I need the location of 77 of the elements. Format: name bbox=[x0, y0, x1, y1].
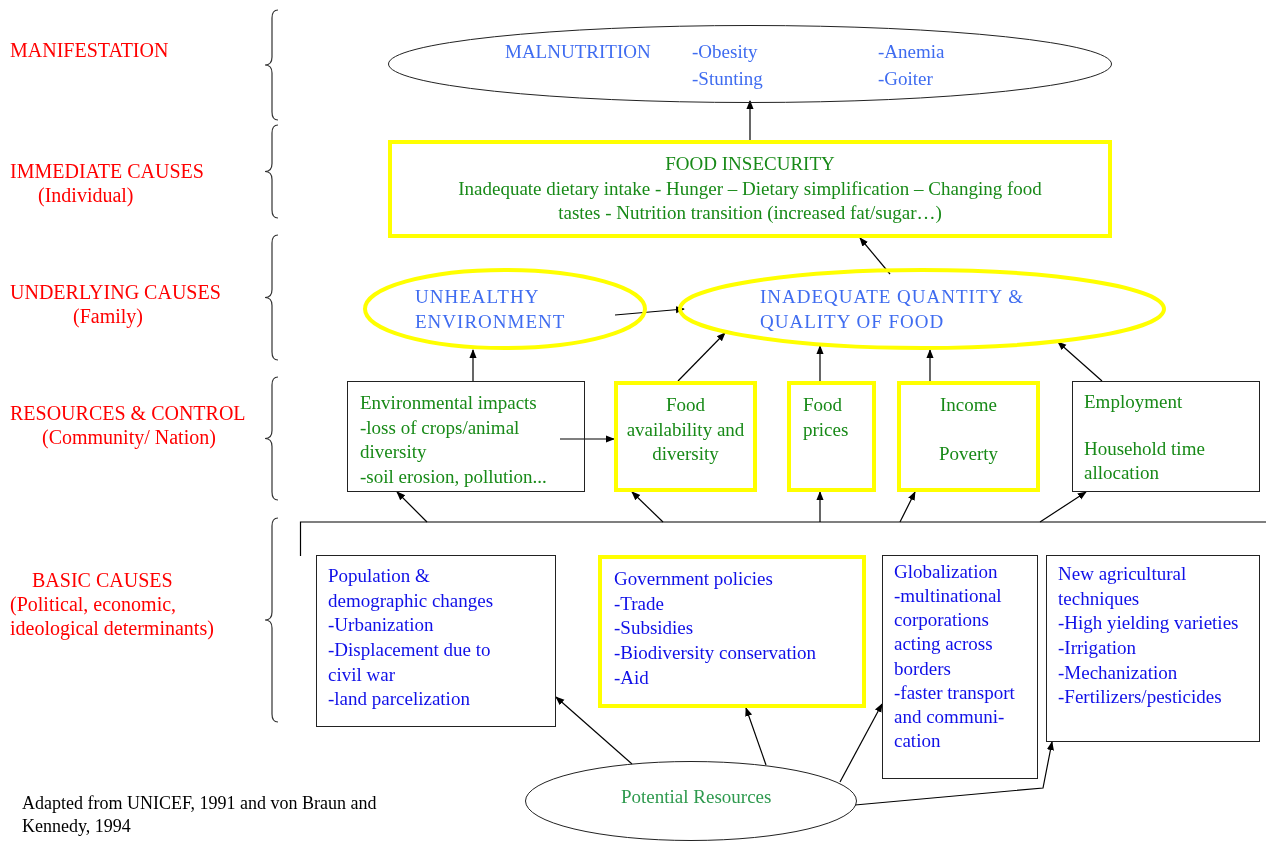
node-text: Household time allocation bbox=[1084, 436, 1206, 486]
node-text: Population & demographic changes bbox=[328, 564, 495, 613]
level-label: (Community/ Nation) bbox=[42, 425, 216, 449]
process-box bbox=[882, 555, 1038, 779]
ellipse-node bbox=[678, 268, 1166, 350]
process-box bbox=[347, 381, 585, 492]
node-text: Employment bbox=[1084, 390, 1184, 414]
level-label: UNDERLYING CAUSES bbox=[10, 280, 221, 304]
arrow bbox=[745, 707, 767, 766]
node-text: UNHEALTHY ENVIRONMENT bbox=[415, 285, 567, 334]
node-text: -High yielding varieties bbox=[1058, 611, 1240, 636]
level-label: RESOURCES & CONTROL bbox=[10, 401, 246, 425]
node-text: -Obesity -Stunting bbox=[692, 40, 764, 91]
arrow bbox=[926, 349, 934, 382]
arrow bbox=[854, 741, 1054, 806]
node-text: -Irrigation bbox=[1058, 636, 1138, 661]
node-text: Environmental impacts bbox=[360, 391, 538, 415]
arrow bbox=[677, 332, 726, 382]
arrow bbox=[816, 491, 824, 523]
node-text: Inadequate dietary intake - Hunger – Dietary simplification – Changing food tastes - Nutrition transition (increased fat/sugar…) bbox=[457, 176, 1043, 226]
level-label: BASIC CAUSES bbox=[32, 568, 173, 592]
node-text: Government policies bbox=[614, 567, 774, 591]
node-text: Poverty bbox=[937, 441, 1000, 466]
source-caption: Adapted from UNICEF, 1991 and von Braun and Kennedy, 1994 bbox=[22, 792, 378, 839]
process-box bbox=[1046, 555, 1260, 742]
node-text: -faster transport and communi-cation bbox=[894, 680, 1016, 753]
node-text: -Biodiversity conservation bbox=[614, 641, 818, 666]
process-box bbox=[1072, 381, 1260, 492]
arrow bbox=[555, 696, 633, 765]
arrow bbox=[631, 491, 664, 523]
level-label: (Individual) bbox=[38, 183, 134, 207]
node-text: -Trade bbox=[614, 591, 665, 616]
level-label: (Family) bbox=[73, 304, 143, 328]
arrow bbox=[746, 100, 754, 141]
process-box bbox=[787, 381, 876, 492]
node-text: -Anemia -Goiter bbox=[878, 40, 946, 91]
arrow bbox=[859, 237, 891, 275]
node-text: Food availability and diversity bbox=[625, 393, 746, 467]
arrow bbox=[1039, 491, 1087, 523]
ellipse-node bbox=[388, 25, 1112, 103]
process-box bbox=[598, 555, 866, 708]
arrow bbox=[469, 349, 477, 382]
node-text: INADEQUATE QUANTITY & QUALITY OF FOOD bbox=[760, 285, 1026, 334]
arrow bbox=[816, 345, 824, 382]
process-box bbox=[897, 381, 1040, 492]
node-text: Globalization bbox=[894, 560, 999, 584]
arrow bbox=[1057, 341, 1103, 382]
node-text: -Fertilizers/pesticides bbox=[1058, 685, 1223, 710]
node-text: -Urbanization bbox=[328, 613, 435, 638]
node-text: -Displacement due to civil war bbox=[328, 638, 492, 687]
node-text: -loss of crops/animal diversity bbox=[360, 415, 521, 465]
node-text: -multinational corporations acting across borders bbox=[894, 584, 1003, 681]
arrow bbox=[614, 306, 685, 316]
node-text: -Aid bbox=[614, 665, 650, 690]
process-box bbox=[316, 555, 556, 727]
node-text: Potential Resources bbox=[621, 785, 773, 809]
level-label: (Political, economic, ideological determinants) bbox=[10, 592, 215, 640]
node-text: -soil erosion, pollution... bbox=[360, 465, 548, 490]
arrow bbox=[396, 491, 428, 523]
node-text: Income bbox=[939, 393, 998, 417]
arrow bbox=[559, 435, 615, 443]
node-text: -Subsidies bbox=[614, 616, 695, 641]
level-label: MANIFESTATION bbox=[10, 38, 169, 62]
node-text: -land parcelization bbox=[328, 687, 471, 712]
bracket-line bbox=[300, 521, 1266, 556]
node-text: -Mechanization bbox=[1058, 660, 1179, 685]
process-box bbox=[614, 381, 757, 492]
node-text: MALNUTRITION bbox=[505, 40, 651, 64]
process-box bbox=[388, 140, 1112, 238]
node-text: Food prices bbox=[803, 393, 850, 442]
arrow bbox=[899, 491, 916, 523]
level-label: IMMEDIATE CAUSES bbox=[10, 159, 204, 183]
ellipse-node bbox=[363, 268, 647, 350]
node-text: New agricultural techniques bbox=[1058, 562, 1188, 611]
node-text: FOOD INSECURITY bbox=[664, 152, 836, 176]
ellipse-node bbox=[525, 761, 857, 841]
arrow bbox=[839, 703, 883, 783]
